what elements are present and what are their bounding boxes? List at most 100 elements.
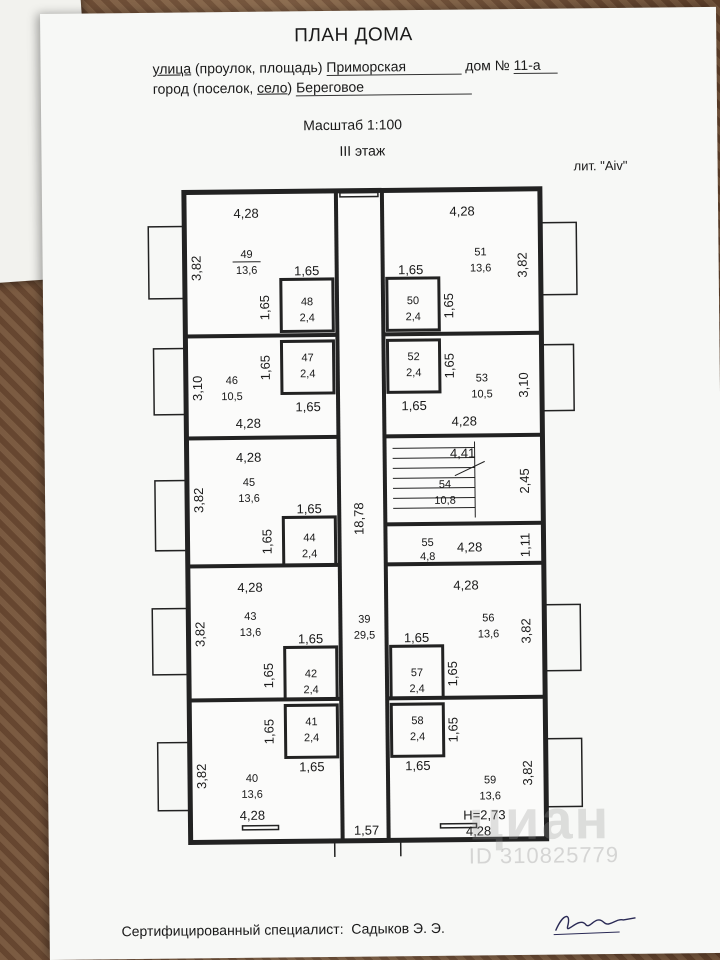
room-57-height: 1,65 — [445, 661, 460, 686]
room-53-number: 53 — [476, 372, 488, 384]
room-43-area: 13,6 — [240, 627, 262, 639]
city-label-close: ) — [287, 79, 297, 96]
room-59-height: 3,82 — [520, 760, 535, 785]
city-value: Береговое — [295, 77, 473, 97]
room-41-area: 2,4 — [304, 732, 319, 744]
room-49-width: 4,28 — [233, 206, 258, 221]
room-40-width: 4,28 — [240, 808, 265, 823]
room-46-number: 46 — [226, 375, 238, 387]
corridor-number: 39 — [358, 614, 370, 626]
room-52-number: 52 — [407, 351, 419, 363]
bathroom-44 — [281, 515, 338, 567]
room-55-width: 4,28 — [457, 539, 482, 554]
street-label-underlined: улица — [152, 60, 192, 77]
room-58-number: 58 — [411, 715, 423, 727]
room-48-width: 1,65 — [294, 263, 319, 278]
room-59-width: 4,28 — [466, 823, 491, 838]
room-51-width: 4,28 — [449, 203, 474, 218]
room-47-area: 2,4 — [300, 368, 315, 380]
room-50-width: 1,65 — [398, 262, 423, 277]
room-41-number: 41 — [305, 716, 317, 728]
room-46-height: 3,10 — [190, 376, 205, 401]
room-41-width: 1,65 — [299, 759, 324, 774]
room-40-height: 3,82 — [194, 764, 209, 789]
room-44-width: 1,65 — [296, 501, 321, 516]
stair-area: 10,8 — [434, 495, 456, 507]
room-56-width: 4,28 — [453, 577, 478, 592]
room-51-number: 51 — [474, 246, 486, 258]
room-48-height: 1,65 — [257, 295, 272, 320]
room-56-number: 56 — [482, 612, 494, 624]
room-48-area: 2,4 — [299, 312, 314, 324]
litera-label: лит. "Аiv" — [573, 157, 628, 174]
room-45-area: 13,6 — [238, 493, 260, 505]
room-58-width: 1,65 — [405, 758, 430, 773]
room-57-area: 2,4 — [409, 683, 424, 695]
corridor-width: 1,57 — [354, 822, 379, 837]
room-57-number: 57 — [411, 667, 423, 679]
bathroom-47 — [279, 339, 336, 396]
signature — [553, 915, 636, 936]
stairs — [392, 441, 485, 518]
room-53-area: 10,5 — [471, 388, 493, 400]
stair-depth: 2,45 — [517, 468, 532, 493]
room-53-width: 4,28 — [452, 413, 477, 428]
room-50-area: 2,4 — [405, 311, 420, 323]
street-line: улица (проулок, площадь) Приморская дом … — [152, 56, 558, 78]
room-43-width: 4,28 — [237, 580, 262, 595]
bathroom-57 — [389, 644, 445, 700]
room-46-area: 10,5 — [221, 391, 243, 403]
entrance-porch — [333, 839, 402, 859]
watermark-id: ID 310825779 — [468, 841, 620, 869]
room-46-width: 4,28 — [236, 416, 261, 431]
room-55-depth: 1,11 — [517, 533, 532, 557]
certifier-line: Сертифицированный специалист: Садыков Э.… — [122, 920, 445, 939]
bathroom-48 — [279, 277, 335, 334]
balconies-right — [539, 221, 584, 808]
room-47-number: 47 — [301, 352, 313, 364]
room-56-area: 13,6 — [478, 628, 500, 640]
room-42-number: 42 — [305, 668, 317, 680]
street-value: Приморская — [326, 57, 462, 77]
room-59-area: 13,6 — [479, 790, 501, 802]
room-44-height: 1,65 — [259, 529, 274, 554]
room-44-area: 2,4 — [302, 548, 317, 560]
room-47-width: 1,65 — [295, 399, 320, 414]
room-51-area: 13,6 — [470, 262, 492, 274]
certifier-label: Сертифицированный специалист: — [121, 920, 344, 940]
room-58-area: 2,4 — [410, 731, 425, 743]
page-title: ПЛАН ДОМА — [294, 24, 413, 47]
room-52-height: 1,65 — [442, 353, 457, 378]
room-40-number: 40 — [246, 773, 258, 785]
room-43-number: 43 — [244, 611, 256, 623]
house-value: 11-а — [513, 56, 558, 75]
room-52-area: 2,4 — [406, 367, 421, 379]
room-49-number: 49 — [240, 249, 252, 261]
room-43-height: 3,82 — [192, 622, 207, 647]
corridor-area: 29,5 — [354, 630, 376, 642]
room-55-number: 55 — [421, 537, 433, 549]
house-label: дом № — [465, 57, 510, 74]
bathroom-41 — [283, 703, 340, 759]
scale-label: Масштаб 1:100 — [303, 116, 403, 134]
room-50-number: 50 — [407, 295, 419, 307]
room-56-height: 3,82 — [518, 618, 533, 643]
room-55-area: 4,8 — [420, 551, 435, 563]
room-49-area: 13,6 — [236, 265, 258, 277]
room-40-area: 13,6 — [241, 789, 263, 801]
room-50-height: 1,65 — [441, 293, 456, 318]
room-58-height: 1,65 — [445, 717, 460, 742]
city-label-underlined: село — [256, 79, 288, 96]
room-41-height: 1,65 — [261, 719, 276, 744]
room-45-height: 3,82 — [191, 488, 206, 513]
document-page: ПЛАН ДОМА улица (проулок, площадь) Примо… — [40, 6, 720, 960]
room-42-width: 1,65 — [298, 631, 323, 646]
room-48-number: 48 — [301, 296, 313, 308]
floor-plan: 4,28 49 13,6 3,82 1,65 48 2,4 1,65 46 10… — [147, 186, 584, 859]
room-45-number: 45 — [243, 477, 255, 489]
room-53-height: 3,10 — [516, 372, 531, 397]
certifier-name: Садыков Э. Э. — [351, 919, 445, 937]
floor-label: III этаж — [339, 142, 386, 159]
room-49-height: 3,82 — [189, 256, 204, 281]
room-44-number: 44 — [303, 532, 315, 544]
